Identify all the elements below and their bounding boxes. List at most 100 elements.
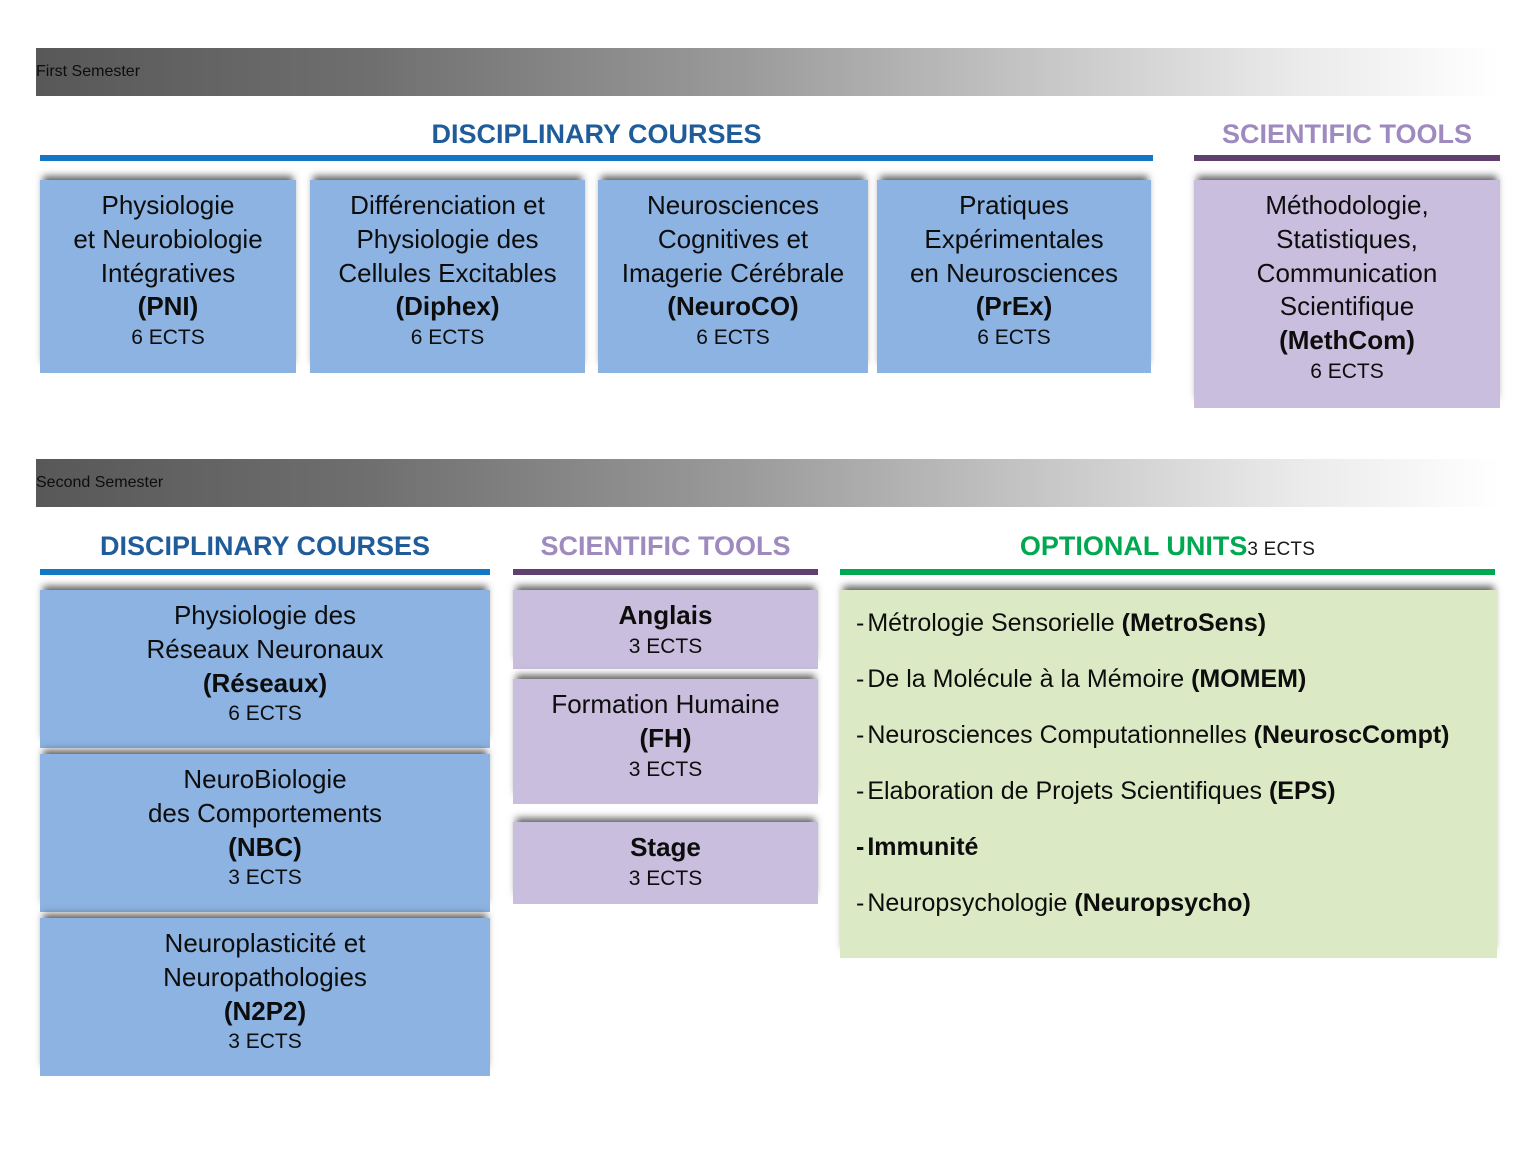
optional-unit-name: Immunité	[867, 833, 979, 861]
course-code: (PrEx)	[975, 291, 1053, 322]
course-ects: 6 ECTS	[228, 702, 302, 726]
bullet-dash: -	[856, 665, 865, 693]
course-code: (MethCom)	[1279, 325, 1415, 356]
course-line: Neurosciences	[647, 190, 819, 220]
course-line: NeuroBiologie	[183, 764, 347, 794]
course-code: (FH)	[639, 722, 692, 753]
course-box-neuroco[interactable]: Neurosciences Cognitives et Imagerie Cér…	[598, 180, 868, 373]
optional-unit-abbr: (EPS)	[1268, 777, 1336, 805]
optional-unit-item[interactable]: -Métrologie Sensorielle (MetroSens)	[840, 608, 1497, 638]
course-line: Cellules Excitables	[338, 257, 557, 288]
course-ects: 3 ECTS	[228, 1030, 302, 1054]
optional-unit-abbr: (NeuroscCompt)	[1253, 721, 1450, 749]
optional-unit-name: Elaboration de Projets Scientifiques	[867, 777, 1269, 805]
course-line: Méthodologie,	[1265, 190, 1429, 220]
optional-unit-item[interactable]: -Elaboration de Projets Scientifiques (E…	[840, 776, 1497, 806]
rule-s1-disciplinary	[40, 155, 1153, 161]
course-ects: 3 ECTS	[628, 866, 703, 890]
course-line: Imagerie Cérébrale	[621, 257, 845, 288]
course-code: (Réseaux)	[202, 667, 328, 698]
course-line: Formation Humaine	[551, 689, 780, 719]
heading-label: SCIENTIFIC TOOLS	[1221, 119, 1472, 149]
course-line: Neuroplasticité et	[164, 928, 366, 958]
course-line: Intégratives	[100, 257, 236, 288]
course-line: Cognitives et	[657, 223, 809, 254]
optional-unit-item[interactable]: -Neuropsychologie (Neuropsycho)	[840, 888, 1497, 918]
optional-units-box: -Métrologie Sensorielle (MetroSens) -De …	[840, 590, 1497, 958]
rule-s2-scientific-tools	[513, 569, 818, 575]
bullet-dash: -	[856, 609, 865, 637]
heading-ects-note: 3 ECTS	[1247, 539, 1316, 560]
course-line: Scientifique	[1279, 291, 1415, 322]
course-code: Stage	[630, 832, 701, 862]
course-line: des Comportements	[147, 797, 383, 828]
course-line: Neuropathologies	[163, 961, 367, 992]
course-code: (N2P2)	[223, 995, 307, 1026]
heading-label: SCIENTIFIC TOOLS	[540, 531, 791, 561]
course-ects: 6 ECTS	[696, 326, 770, 350]
course-code: (NeuroCO)	[667, 291, 799, 322]
course-box-reseaux[interactable]: Physiologie des Réseaux Neuronaux (Résea…	[40, 590, 490, 748]
course-code: (NBC)	[228, 831, 302, 862]
course-ects: 3 ECTS	[228, 866, 302, 890]
heading-s2-disciplinary: DISCIPLINARY COURSES	[40, 532, 490, 560]
course-box-anglais[interactable]: Anglais 3 ECTS	[513, 590, 818, 669]
course-ects: 6 ECTS	[1310, 359, 1384, 383]
optional-unit-name: Neurosciences Computationnelles	[867, 721, 1254, 749]
course-line: Physiologie	[101, 190, 235, 220]
bullet-dash: -	[856, 721, 865, 749]
course-ects: 3 ECTS	[628, 634, 703, 658]
course-line: Expérimentales	[924, 223, 1104, 254]
rule-s2-disciplinary	[40, 569, 490, 575]
heading-s2-scientific-tools: SCIENTIFIC TOOLS	[513, 532, 818, 560]
course-line: Communication	[1256, 257, 1438, 288]
course-ects: 3 ECTS	[628, 757, 703, 781]
course-line: Différenciation et	[350, 190, 545, 220]
course-line: Réseaux Neuronaux	[146, 633, 384, 664]
course-line: Physiologie des	[173, 600, 357, 630]
optional-unit-abbr: (Neuropsycho)	[1074, 889, 1251, 917]
optional-unit-abbr: (MOMEM)	[1191, 665, 1307, 693]
rule-s2-optional-units	[840, 569, 1495, 575]
rule-s1-scientific-tools	[1194, 155, 1500, 161]
semester-title: Second Semester	[36, 474, 164, 491]
optional-unit-name: Métrologie Sensorielle	[867, 609, 1122, 637]
course-line: Physiologie des	[356, 223, 539, 254]
heading-s1-scientific-tools: SCIENTIFIC TOOLS	[1194, 120, 1500, 148]
heading-label: DISCIPLINARY COURSES	[431, 119, 762, 149]
course-box-methcom[interactable]: Méthodologie, Statistiques, Communicatio…	[1194, 180, 1500, 408]
course-box-prex[interactable]: Pratiques Expérimentales en Neuroscience…	[877, 180, 1151, 373]
course-ects: 6 ECTS	[977, 326, 1051, 350]
heading-label: DISCIPLINARY COURSES	[99, 531, 431, 561]
optional-unit-name: De la Molécule à la Mémoire	[867, 665, 1192, 693]
course-line: en Neurosciences	[909, 257, 1119, 288]
course-box-n2p2[interactable]: Neuroplasticité et Neuropathologies (N2P…	[40, 918, 490, 1076]
optional-unit-abbr: (MetroSens)	[1121, 609, 1267, 637]
heading-s1-disciplinary: DISCIPLINARY COURSES	[40, 120, 1153, 148]
optional-unit-name: Neuropsychologie	[867, 889, 1075, 917]
course-line: et Neurobiologie	[73, 223, 263, 254]
semester-banner-first: First Semester	[36, 48, 1500, 96]
bullet-dash: -	[856, 833, 865, 861]
course-code: Anglais	[618, 600, 713, 630]
course-line: Pratiques	[959, 190, 1069, 220]
course-box-nbc[interactable]: NeuroBiologie des Comportements (NBC) 3 …	[40, 754, 490, 912]
optional-unit-item[interactable]: -De la Molécule à la Mémoire (MOMEM)	[840, 664, 1497, 694]
course-line: Statistiques,	[1276, 223, 1418, 254]
bullet-dash: -	[856, 889, 865, 917]
heading-s2-optional-units: OPTIONAL UNITS3 ECTS	[840, 532, 1495, 560]
course-code: (PNI)	[137, 291, 199, 322]
semester-banner-second: Second Semester	[36, 459, 1500, 507]
course-ects: 6 ECTS	[131, 326, 205, 350]
course-box-diphex[interactable]: Différenciation et Physiologie des Cellu…	[310, 180, 585, 373]
course-box-stage[interactable]: Stage 3 ECTS	[513, 822, 818, 904]
semester-title: First Semester	[36, 63, 141, 80]
course-box-pni[interactable]: Physiologie et Neurobiologie Intégrative…	[40, 180, 296, 373]
optional-unit-item[interactable]: -Immunité	[840, 832, 1497, 862]
course-code: (Diphex)	[395, 291, 500, 322]
optional-unit-item[interactable]: -Neurosciences Computationnelles (Neuros…	[840, 720, 1497, 750]
course-ects: 6 ECTS	[410, 326, 485, 350]
bullet-dash: -	[856, 777, 865, 805]
heading-label: OPTIONAL UNITS	[1019, 531, 1248, 561]
course-box-fh[interactable]: Formation Humaine (FH) 3 ECTS	[513, 679, 818, 804]
